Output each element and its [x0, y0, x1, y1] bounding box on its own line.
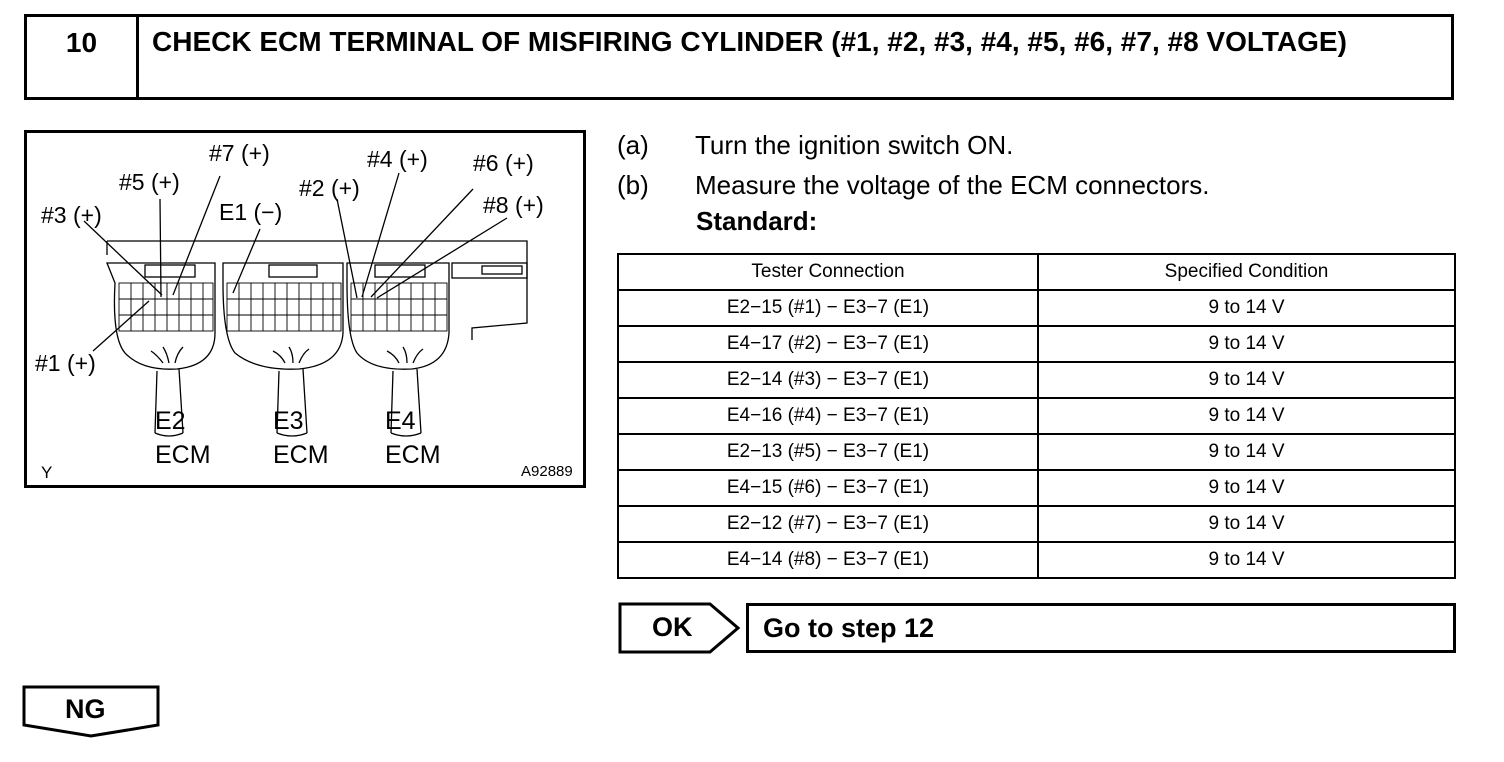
instruction-a-text: Turn the ignition switch ON.	[695, 130, 1014, 160]
table-row: E2−12 (#7) − E3−7 (E1) 9 to 14 V	[617, 505, 1456, 543]
label-cyl6: #6 (+)	[473, 150, 534, 176]
label-cyl5: #5 (+)	[119, 169, 180, 195]
step-title: CHECK ECM TERMINAL OF MISFIRING CYLINDER…	[152, 26, 1347, 57]
standard-label: Standard:	[696, 206, 818, 236]
specified-condition-cell: 9 to 14 V	[1037, 541, 1456, 579]
table-row: E4−15 (#6) − E3−7 (E1) 9 to 14 V	[617, 469, 1456, 507]
table-header-row: Tester Connection Specified Condition	[617, 253, 1456, 291]
specified-condition-cell: 9 to 14 V	[1037, 325, 1456, 363]
tester-connection-cell: E4−14 (#8) − E3−7 (E1)	[617, 541, 1039, 579]
ng-arrow-icon	[22, 685, 160, 738]
tester-connection-cell: E2−15 (#1) − E3−7 (E1)	[617, 289, 1039, 327]
tester-connection-cell: E2−12 (#7) − E3−7 (E1)	[617, 505, 1039, 543]
instruction-a-label: (a)	[617, 130, 649, 160]
ecm-connector-drawing: #7 (+) #4 (+) #6 (+) #5 (+) #2 (+) #8 (+…	[35, 140, 573, 482]
connector-e2-code: E2	[155, 407, 186, 435]
table-row: E4−14 (#8) − E3−7 (E1) 9 to 14 V	[617, 541, 1456, 579]
connector-e3-code: E3	[273, 407, 304, 435]
tester-connection-cell: E4−16 (#4) − E3−7 (E1)	[617, 397, 1039, 435]
instruction-b-label: (b)	[617, 170, 649, 200]
ok-label: OK	[652, 612, 693, 642]
table-row: E2−14 (#3) − E3−7 (E1) 9 to 14 V	[617, 361, 1456, 399]
specified-condition-cell: 9 to 14 V	[1037, 397, 1456, 435]
tester-connection-cell: E2−14 (#3) − E3−7 (E1)	[617, 361, 1039, 399]
table-row: E2−13 (#5) − E3−7 (E1) 9 to 14 V	[617, 433, 1456, 471]
label-cyl4: #4 (+)	[367, 146, 428, 172]
table-row: E4−16 (#4) − E3−7 (E1) 9 to 14 V	[617, 397, 1456, 435]
ok-result: Go to step 12	[746, 603, 1456, 653]
instruction-b-text: Measure the voltage of the ECM connector…	[695, 170, 1210, 200]
table-row: E4−17 (#2) − E3−7 (E1) 9 to 14 V	[617, 325, 1456, 363]
specified-condition-cell: 9 to 14 V	[1037, 505, 1456, 543]
specified-condition-cell: 9 to 14 V	[1037, 469, 1456, 507]
step-header: 10 CHECK ECM TERMINAL OF MISFIRING CYLIN…	[24, 14, 1454, 100]
ng-branch: NG	[22, 685, 162, 744]
connector-illustration: #7 (+) #4 (+) #6 (+) #5 (+) #2 (+) #8 (+…	[24, 130, 586, 488]
connector-e4-name: ECM	[385, 441, 441, 469]
figure-id: A92889	[521, 463, 573, 480]
connector-e2-name: ECM	[155, 441, 211, 469]
connector-e3-name: ECM	[273, 441, 329, 469]
header-specified-condition: Specified Condition	[1037, 253, 1456, 291]
label-cyl8: #8 (+)	[483, 192, 544, 218]
ng-label: NG	[65, 694, 106, 724]
tester-connection-cell: E4−15 (#6) − E3−7 (E1)	[617, 469, 1039, 507]
step-number: 10	[27, 17, 139, 97]
header-tester-connection: Tester Connection	[617, 253, 1039, 291]
ok-arrow-icon	[618, 602, 741, 654]
label-cyl1: #1 (+)	[35, 350, 96, 376]
ok-branch: OK	[618, 602, 742, 659]
specified-condition-cell: 9 to 14 V	[1037, 433, 1456, 471]
label-cyl2: #2 (+)	[299, 175, 360, 201]
specified-condition-cell: 9 to 14 V	[1037, 361, 1456, 399]
connector-e4-code: E4	[385, 407, 416, 435]
tester-connection-cell: E4−17 (#2) − E3−7 (E1)	[617, 325, 1039, 363]
label-e1: E1 (−)	[219, 199, 282, 225]
figure-corner-mark: Y	[41, 463, 52, 482]
spec-table: Tester Connection Specified Condition E2…	[617, 253, 1456, 579]
label-cyl7: #7 (+)	[209, 140, 270, 166]
table-row: E2−15 (#1) − E3−7 (E1) 9 to 14 V	[617, 289, 1456, 327]
specified-condition-cell: 9 to 14 V	[1037, 289, 1456, 327]
tester-connection-cell: E2−13 (#5) − E3−7 (E1)	[617, 433, 1039, 471]
label-cyl3: #3 (+)	[41, 202, 102, 228]
